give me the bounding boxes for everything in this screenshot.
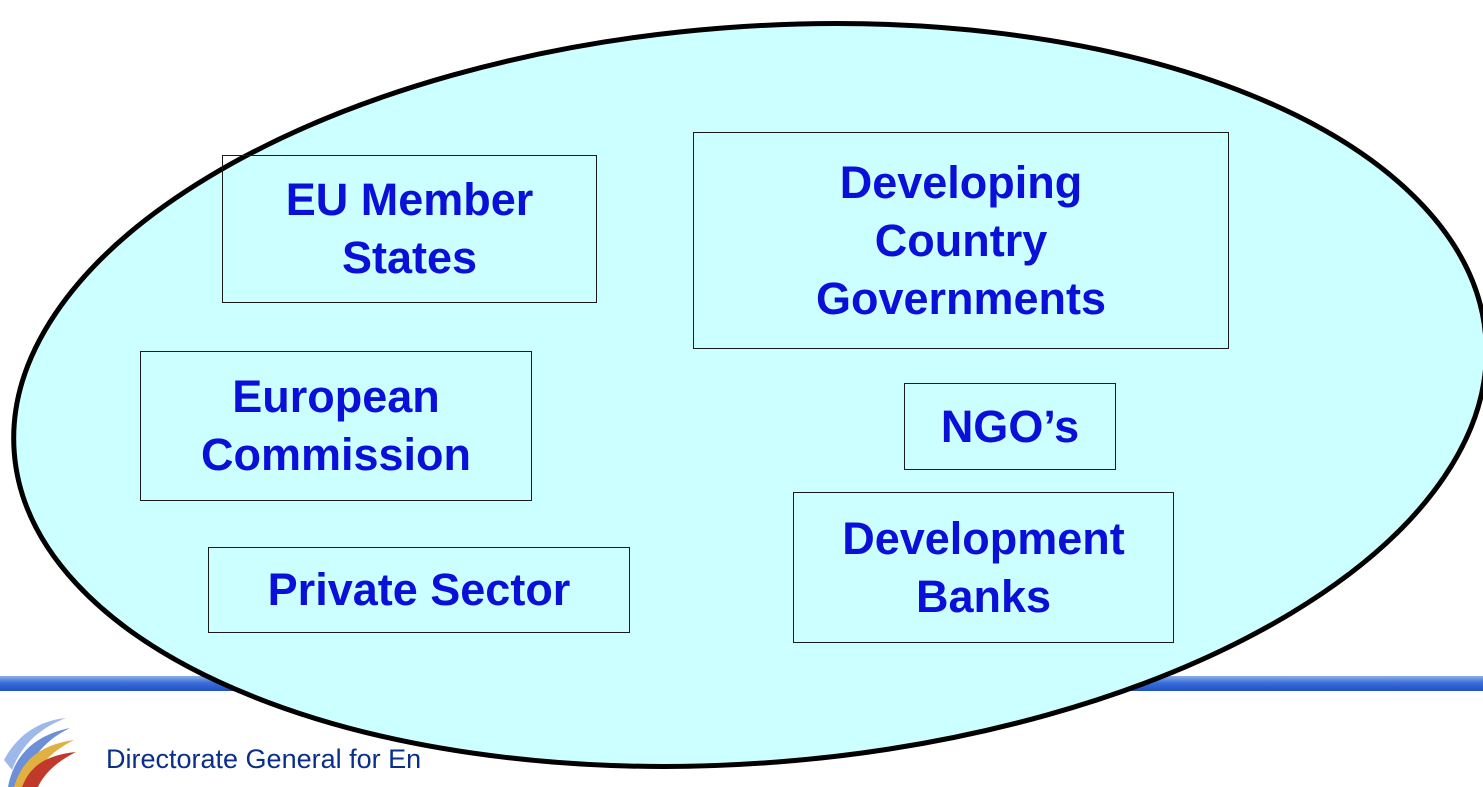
development-banks-line-2: Banks — [915, 570, 1052, 622]
dg-logo-icon — [4, 718, 76, 787]
developing-country-governments-box: Developing Country Governments — [693, 132, 1229, 349]
ngos-box: NGO’s — [904, 383, 1116, 470]
footer-directorate-text: Directorate General for En — [106, 744, 422, 774]
eu-member-states-box: EU Member States — [222, 155, 597, 303]
private-sector-label: Private Sector — [267, 564, 571, 615]
private-sector-box: Private Sector — [208, 547, 630, 633]
developing-country-governments-line-3: Governments — [815, 272, 1107, 324]
development-banks-line-1: Development — [842, 512, 1125, 564]
eu-member-states-line-1: EU Member — [285, 174, 534, 225]
development-banks-box: Development Banks — [793, 492, 1174, 643]
developing-country-governments-line-2: Country — [874, 214, 1048, 266]
european-commission-line-2: Commission — [200, 429, 472, 480]
developing-country-governments-line-1: Developing — [839, 156, 1083, 208]
ngos-label: NGO’s — [940, 400, 1080, 452]
european-commission-box: European Commission — [140, 351, 532, 501]
european-commission-line-1: European — [232, 371, 440, 422]
eu-member-states-line-2: States — [341, 232, 478, 283]
